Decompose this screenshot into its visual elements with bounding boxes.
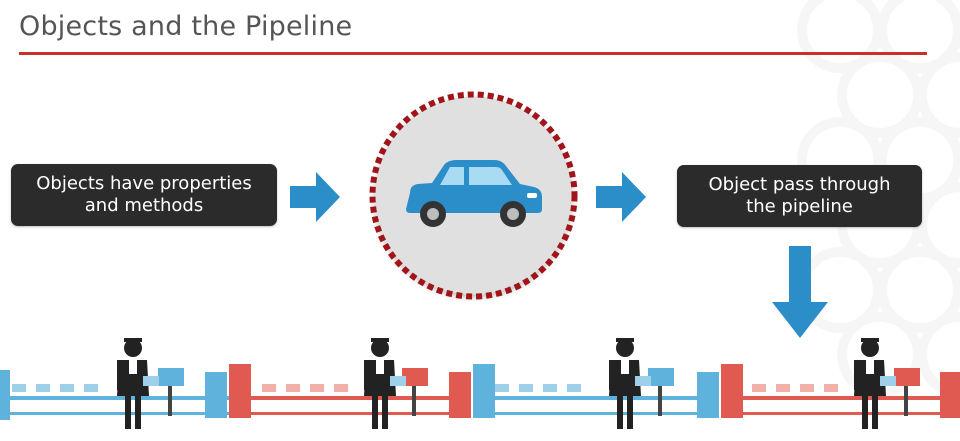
arrow-right-icon	[290, 172, 340, 222]
pipeline-scene	[0, 334, 960, 429]
arrow-down-icon	[772, 246, 828, 338]
arrow-right-icon	[596, 172, 646, 222]
slide-title: Objects and the Pipeline	[19, 11, 353, 42]
background-pattern	[797, 0, 960, 398]
callout-pipeline-text: Object pass through the pipeline	[708, 174, 891, 217]
callout-objects-text: Objects have properties and methods	[36, 173, 252, 216]
title-underline	[19, 52, 927, 55]
callout-objects: Objects have properties and methods	[11, 164, 277, 226]
callout-pipeline: Object pass through the pipeline	[677, 165, 922, 227]
car-icon	[406, 160, 542, 227]
